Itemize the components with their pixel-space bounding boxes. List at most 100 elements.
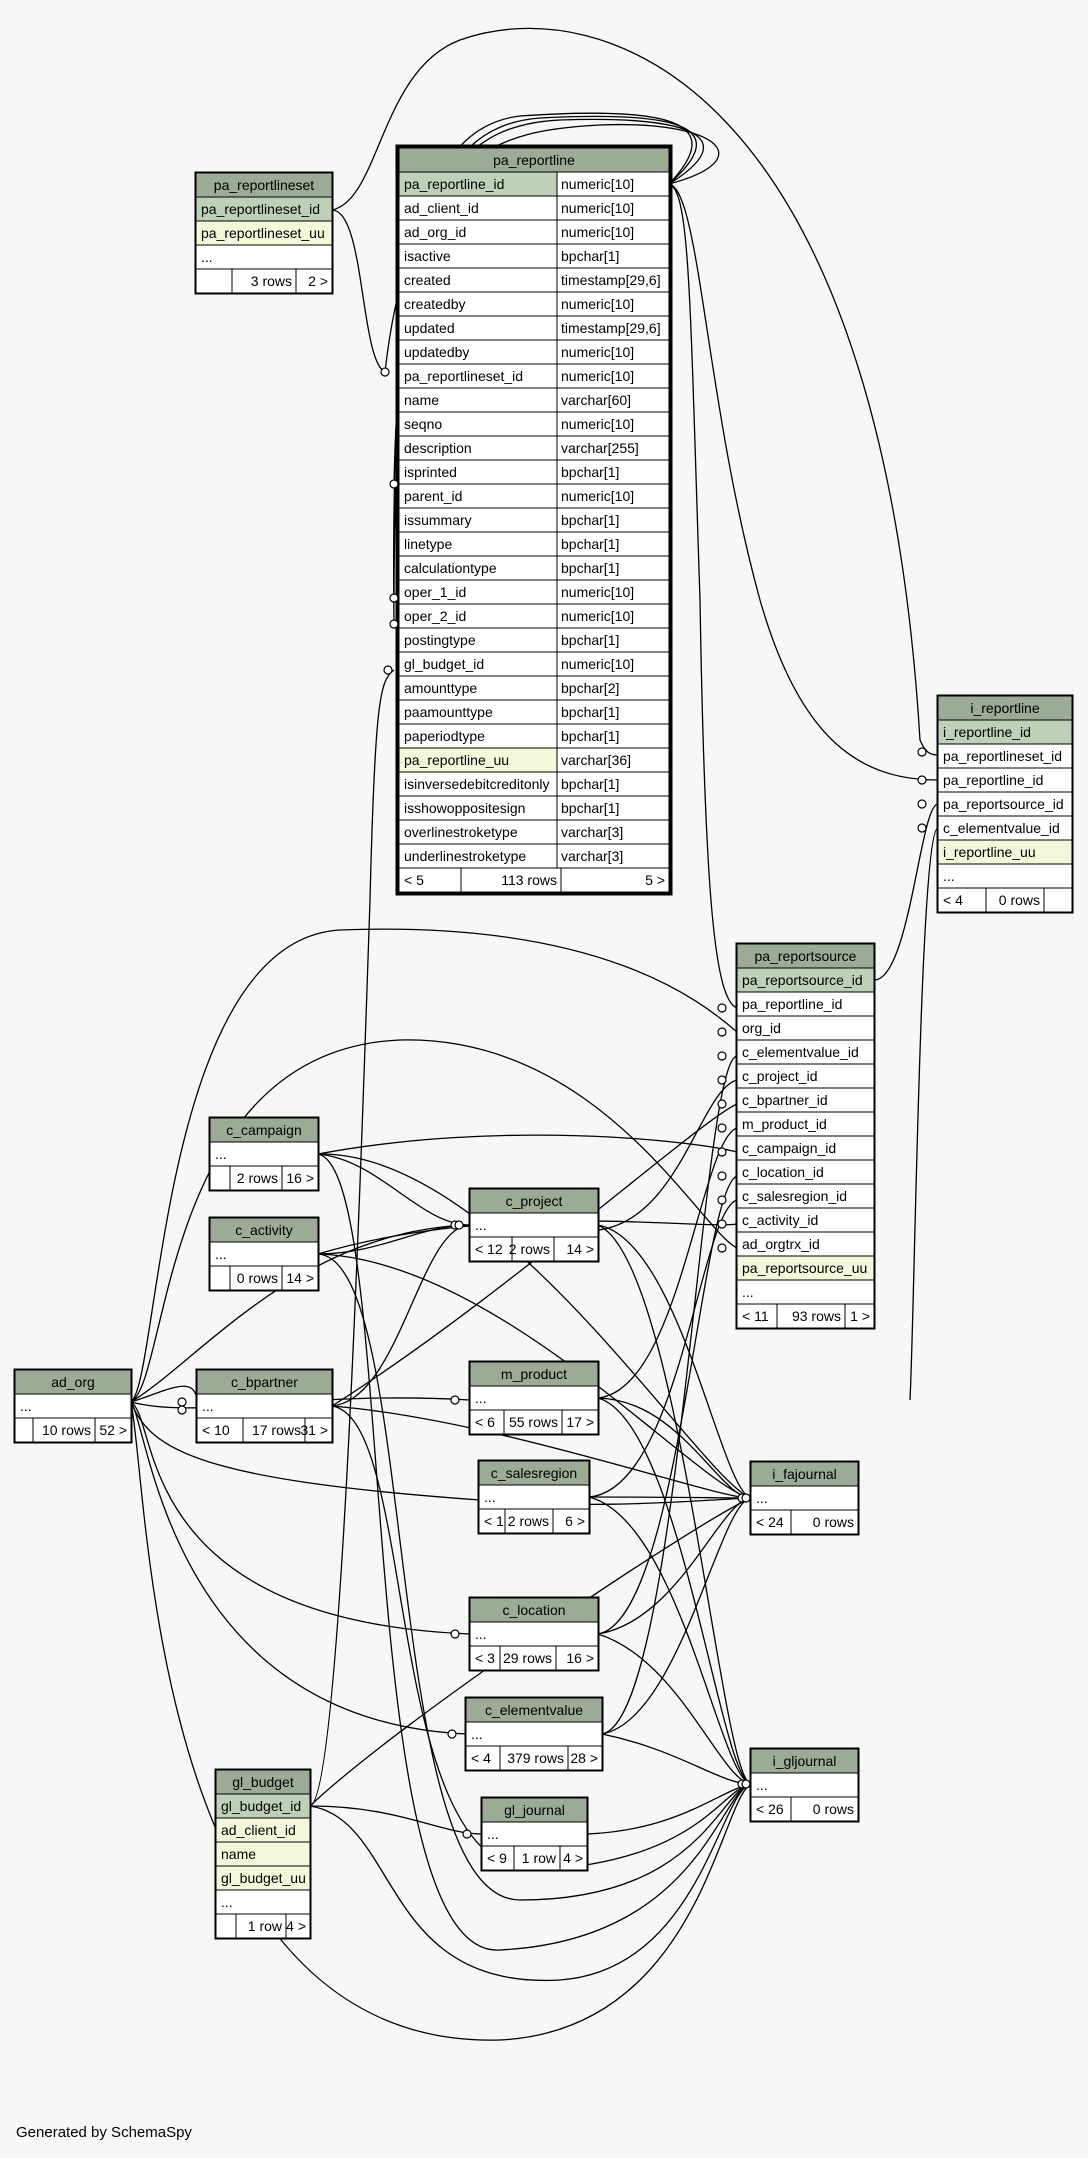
children-link[interactable]: 6 > (565, 1513, 585, 1529)
column-name: gl_budget_uu (221, 1870, 306, 1886)
relationship-line (597, 1397, 752, 1785)
parents-link[interactable]: < 4 (943, 892, 963, 908)
footer-cell (469, 1409, 599, 1435)
children-link[interactable]: 14 > (566, 1241, 594, 1257)
column-cell (215, 1865, 311, 1891)
column-cell (736, 1111, 875, 1137)
footer-cell (750, 1796, 859, 1822)
column-type-cell (556, 243, 670, 269)
parents-link[interactable]: < 9 (487, 1850, 507, 1866)
column-type-cell (556, 171, 670, 197)
column-name: ... (202, 1398, 214, 1414)
table-name: i_gljournal (773, 1753, 837, 1769)
footer-cell (215, 1913, 311, 1939)
column-cell (215, 1793, 311, 1819)
footer-cell (937, 887, 1073, 913)
column-type: numeric[10] (561, 176, 634, 192)
children-link[interactable]: 28 > (570, 1750, 598, 1766)
parents-link[interactable]: < 1 (484, 1513, 504, 1529)
relationship-line (331, 1224, 471, 1407)
children-link[interactable]: 4 > (286, 1918, 306, 1934)
column-name: ad_client_id (221, 1822, 296, 1838)
column-type: bpchar[1] (561, 512, 619, 528)
parents-link[interactable]: < 6 (475, 1414, 495, 1430)
parents-link[interactable]: < 4 (471, 1750, 491, 1766)
parents-link[interactable]: < 10 (202, 1422, 230, 1438)
table-name: gl_journal (504, 1802, 565, 1818)
column-type: bpchar[1] (561, 536, 619, 552)
children-link[interactable]: 4 > (563, 1850, 583, 1866)
cardinality-marker (389, 593, 399, 603)
relationship-line (601, 1497, 752, 1735)
children-link[interactable]: 2 > (308, 273, 328, 289)
column-name: c_project_id (742, 1068, 818, 1084)
parents-link[interactable]: < 11 (742, 1308, 769, 1324)
cardinality-marker (717, 1171, 727, 1181)
column-cell (750, 1772, 859, 1798)
row-count: 2 rows (237, 1170, 278, 1186)
column-name-cell (398, 435, 558, 461)
parents-link[interactable]: < 12 (475, 1241, 503, 1257)
parents-link[interactable]: < 5 (404, 872, 424, 888)
cardinality-marker (717, 1147, 727, 1157)
children-link[interactable]: 16 > (566, 1650, 594, 1666)
relationship-line (588, 1496, 752, 1499)
children-link[interactable]: 31 > (300, 1422, 328, 1438)
table-pa-reportlineset[interactable]: pa_reportlinesetpa_reportlineset_idpa_re… (194, 171, 334, 295)
cardinality-marker (741, 1779, 751, 1789)
table-name: i_fajournal (772, 1466, 837, 1482)
children-link[interactable]: 16 > (286, 1170, 314, 1186)
generated-by-footer: Generated by SchemaSpy (16, 2124, 192, 2141)
column-name: isinversedebitcreditonly (404, 776, 550, 792)
cardinality-marker (717, 1123, 727, 1133)
column-name: c_bpartner_id (742, 1092, 828, 1108)
column-name: pa_reportlineset_id (201, 201, 320, 217)
column-name: ... (487, 1826, 499, 1842)
column-cell (937, 767, 1073, 793)
relationship-line (597, 1633, 752, 1785)
table-border (468, 1596, 600, 1672)
table-border (208, 1116, 320, 1192)
children-link[interactable]: 1 > (850, 1308, 870, 1324)
column-name: ... (471, 1726, 483, 1742)
column-row-c-elementvalue-id: c_elementvalue_id (937, 815, 1073, 841)
column-type: timestamp[29,6] (561, 272, 661, 288)
children-link[interactable]: 14 > (286, 1270, 314, 1286)
parents-link[interactable]: < 24 (756, 1514, 784, 1530)
children-link[interactable]: 5 > (645, 872, 665, 888)
table-gl-budget[interactable]: gl_budgetgl_budget_idad_client_idnamegl_… (214, 1768, 312, 1940)
children-link[interactable]: 52 > (99, 1422, 127, 1438)
column-row-c-elementvalue-id: c_elementvalue_id (736, 1039, 875, 1065)
column-type-cell (556, 411, 670, 437)
column-name: ... (475, 1626, 487, 1642)
relationship-line (130, 1401, 752, 1505)
column-name: pa_reportline_uu (404, 752, 509, 768)
column-type-cell (556, 795, 670, 821)
table-i-reportline[interactable]: i_reportlinei_reportline_idpa_reportline… (936, 694, 1074, 914)
children-link[interactable]: 17 > (566, 1414, 594, 1430)
table-border (468, 1187, 600, 1263)
table-pa-reportsource[interactable]: pa_reportsourcepa_reportsource_idpa_repo… (735, 942, 876, 1330)
column-row-c-activity-id: c_activity_id (736, 1207, 875, 1233)
column-name: isshowoppositesign (404, 800, 525, 816)
parents-link[interactable]: < 3 (475, 1650, 495, 1666)
parents-link[interactable]: < 26 (756, 1801, 784, 1817)
